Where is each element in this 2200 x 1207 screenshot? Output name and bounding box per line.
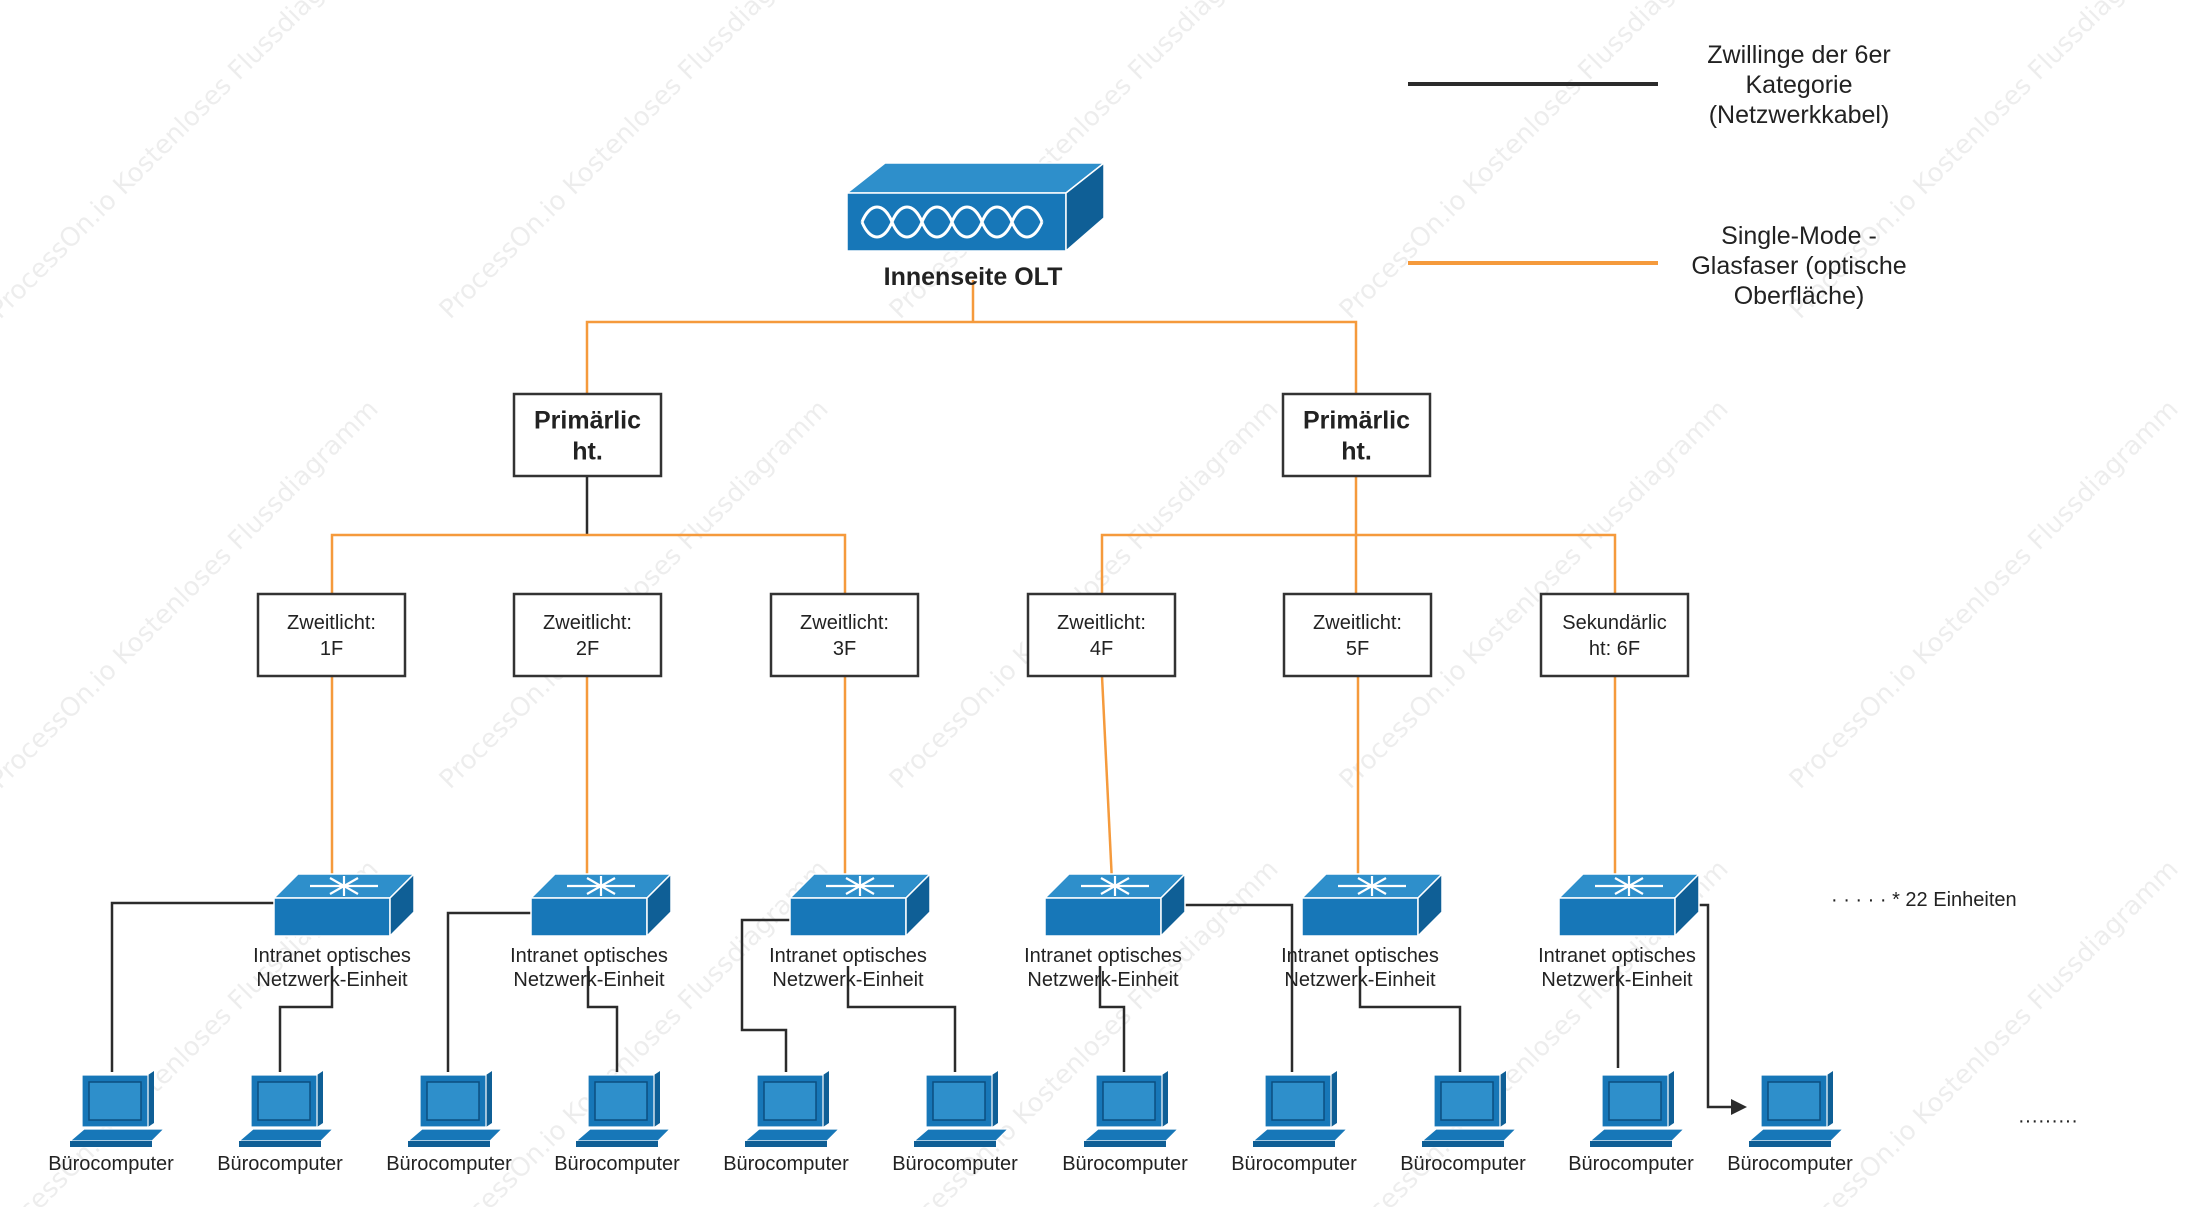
secondary-splitter-1: Zweitlicht:1F <box>256 592 407 678</box>
cable-onu3-pc5 <box>740 918 808 1072</box>
olt-label: Innenseite OLT <box>884 263 1063 291</box>
computer-icon <box>574 1071 672 1147</box>
arrow-head <box>1731 1099 1747 1115</box>
computer-icon <box>1747 1071 1845 1147</box>
computer-icon <box>1251 1071 1349 1147</box>
secondary-splitter-1-label: Zweitlicht:1F <box>287 612 376 660</box>
secondary-splitter-4-label: Zweitlicht:4F <box>1057 612 1146 660</box>
computer-label-10: Bürocomputer <box>1568 1153 1694 1175</box>
computer-icon <box>743 1071 841 1147</box>
cable-onu2-pc3 <box>446 911 552 1072</box>
computer-label-7: Bürocomputer <box>1062 1153 1188 1175</box>
computer-label-8: Bürocomputer <box>1231 1153 1357 1175</box>
watermark-text: ProcessOn.io Kostenloses Flussdiagramm <box>434 0 835 325</box>
computer-icon <box>1420 1071 1518 1147</box>
computer-label-3: Bürocomputer <box>386 1153 512 1175</box>
computer-label-11: Bürocomputer <box>1727 1153 1853 1175</box>
computer-icon <box>1082 1071 1180 1147</box>
network-switch-icon <box>1557 872 1701 938</box>
fiber-olt-to-primaries <box>585 320 1358 394</box>
secondary-splitter-4: Zweitlicht:4F <box>1026 592 1177 678</box>
computer-label-6: Bürocomputer <box>892 1153 1018 1175</box>
computer-icon <box>237 1071 335 1147</box>
watermark-text: ProcessOn.io Kostenloses Flussdiagramm <box>1784 394 2185 795</box>
cable-onu4-pc7 <box>1098 966 1126 1072</box>
network-switch-icon <box>1300 872 1444 938</box>
secondary-splitter-2-label: Zweitlicht:2F <box>543 612 632 660</box>
fiber-secondary-to-onu-4 <box>1100 675 1114 883</box>
watermark-text: ProcessOn.io Kostenloses Flussdiagramm <box>0 0 385 325</box>
fiber-primary-2-bus <box>1100 533 1617 594</box>
network-switch-icon <box>529 872 673 938</box>
cable-onu6-pc11 <box>1678 903 1733 1109</box>
secondary-splitter-2: Zweitlicht:2F <box>512 592 663 678</box>
secondary-splitter-3-label: Zweitlicht:3F <box>800 612 889 660</box>
computer-label-4: Bürocomputer <box>554 1153 680 1175</box>
network-switch-icon <box>1043 872 1187 938</box>
secondary-splitter-3: Zweitlicht:3F <box>769 592 920 678</box>
fiber-primary-1-bus <box>330 533 847 594</box>
computer-icon <box>68 1071 166 1147</box>
secondary-splitter-5: Zweitlicht:5F <box>1282 592 1433 678</box>
computer-label-5: Bürocomputer <box>723 1153 849 1175</box>
cable-onu5-pc9 <box>1358 966 1462 1072</box>
olt-device-icon <box>844 161 1107 253</box>
more-ellipsis: ········· <box>2018 1110 2078 1132</box>
cable-onu3-pc6 <box>846 966 957 1072</box>
cable-onu2-pc4 <box>586 966 619 1072</box>
computer-icon <box>912 1071 1010 1147</box>
units-note: · · · · · * 22 Einheiten <box>1831 889 2017 911</box>
cable-onu1-pc2 <box>278 966 334 1072</box>
network-switch-icon <box>788 872 932 938</box>
secondary-splitter-5-label: Zweitlicht:5F <box>1313 612 1402 660</box>
computer-label-9: Bürocomputer <box>1400 1153 1526 1175</box>
watermark-text: ProcessOn.io Kostenloses Flussdiagramm <box>1334 0 1735 325</box>
computer-icon <box>406 1071 504 1147</box>
connection-lines <box>110 280 1747 1115</box>
computer-label-2: Bürocomputer <box>217 1153 343 1175</box>
cable-onu1-pc1 <box>110 901 302 1072</box>
cable-onu4-pc8 <box>1160 903 1294 1072</box>
network-switch-icon <box>272 872 416 938</box>
computer-icon <box>1588 1071 1686 1147</box>
computer-label-1: Bürocomputer <box>48 1153 174 1175</box>
